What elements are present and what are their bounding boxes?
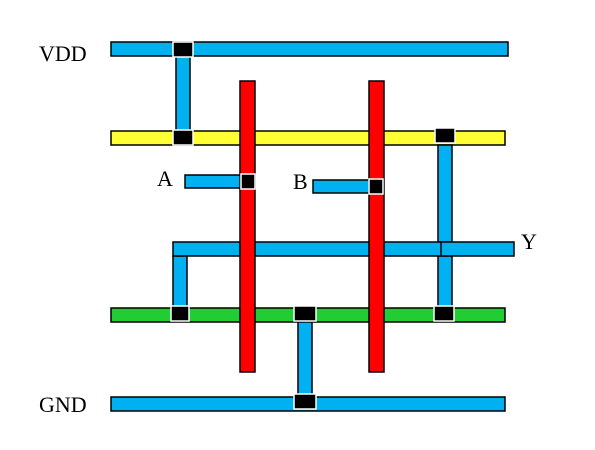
contact-gate-a [240,173,256,190]
vdd-strap [175,55,191,132]
contact-gate-b [368,178,384,195]
vdd-rail [110,41,509,57]
contact-n-right [433,305,455,322]
contact-gnd [293,393,317,410]
contact-p-drain [434,127,456,144]
poly-gate-b [368,80,385,373]
contact-vdd [172,41,194,58]
contact-n-left [170,305,190,322]
label-b: B [293,169,308,194]
output-strap-n [437,255,453,309]
poly-gate-a [239,80,256,373]
label-vdd: VDD [39,41,87,66]
input-b-stub [312,179,371,194]
output-bus [172,241,515,257]
input-a-stub [184,174,243,189]
contact-n-source [293,305,317,322]
contact-p-source [172,129,194,146]
label-a: A [157,166,173,191]
label-y: Y [521,229,537,254]
output-strap-left [172,255,188,309]
output-strap-p [437,144,453,243]
gnd-strap [297,321,313,398]
label-gnd: GND [39,392,87,417]
p-diffusion [110,130,506,146]
